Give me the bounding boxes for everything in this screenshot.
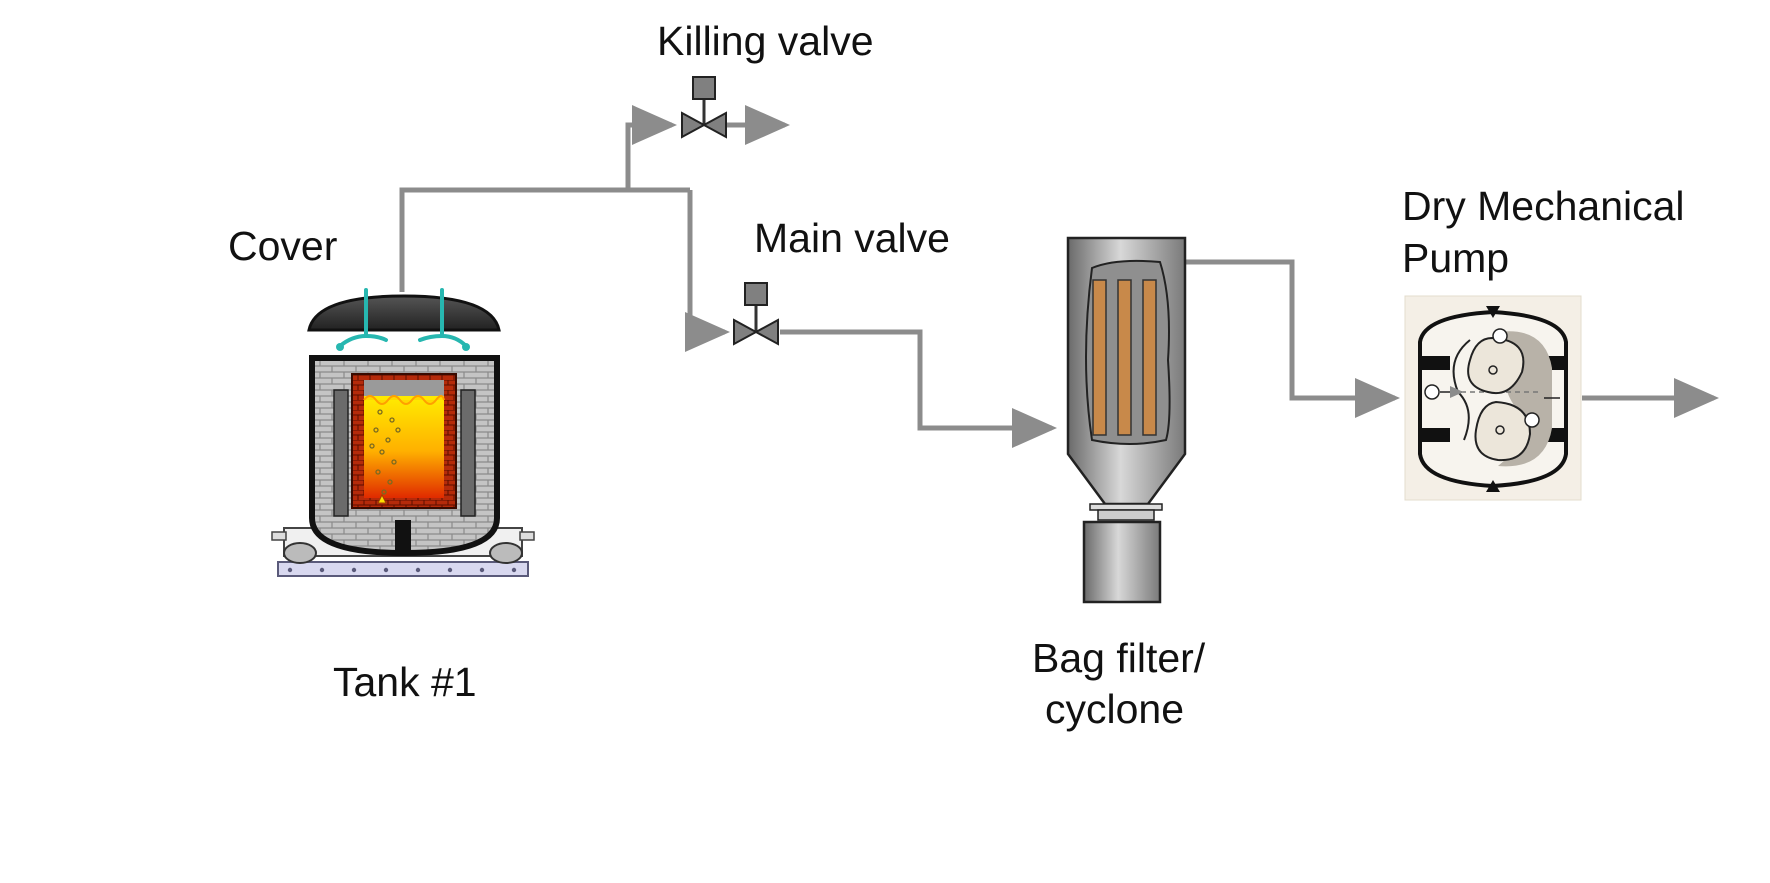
killing-valve-label: Killing valve — [657, 18, 874, 64]
killing-valve-icon[interactable] — [681, 76, 727, 139]
dry-mechanical-pump-icon — [1404, 295, 1582, 501]
pipe-network — [399, 105, 1719, 448]
main-valve-label: Main valve — [754, 215, 950, 261]
filter-bag-3 — [1142, 279, 1157, 436]
pipe-filter-to-pump — [1185, 259, 1400, 418]
filter-label-line1: Bag filter/ — [1032, 635, 1206, 681]
cover-lid — [307, 294, 501, 332]
pump-label-line2: Pump — [1402, 235, 1510, 281]
pipe-to-main-valve — [685, 190, 730, 352]
tank-base-rail — [277, 561, 529, 577]
molten-steel — [364, 394, 444, 498]
bag-filter-icon — [1066, 236, 1187, 604]
cover-icon — [307, 288, 501, 351]
filter-bag-2 — [1117, 279, 1132, 436]
pipe-main-to-filter — [780, 329, 1057, 448]
pipe-tank-riser — [399, 187, 690, 292]
tank-icon — [271, 355, 535, 577]
filter-label-line2: cyclone — [1045, 686, 1185, 732]
pump-label-line1: Dry Mechanical — [1402, 183, 1685, 229]
filter-bag-1 — [1092, 279, 1107, 436]
cover-label: Cover — [228, 223, 338, 269]
tank-label: Tank #1 — [333, 659, 477, 705]
pipe-to-killing-valve — [625, 105, 677, 190]
dust-collection-drum — [1082, 520, 1162, 604]
main-valve-icon[interactable] — [733, 282, 779, 346]
